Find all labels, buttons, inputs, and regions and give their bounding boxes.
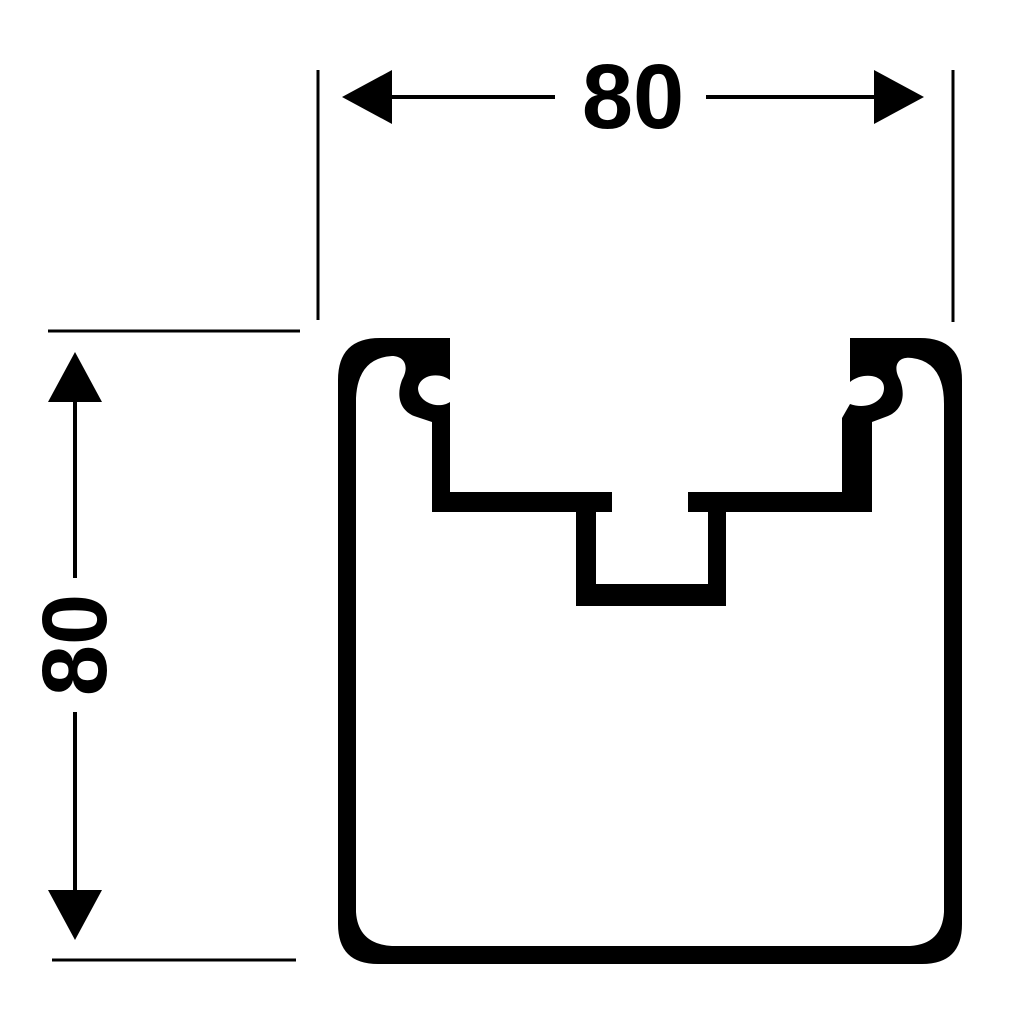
width-arrowhead-right (874, 70, 924, 124)
profile-cross-section (338, 338, 962, 964)
height-arrowhead-top (48, 352, 102, 402)
width-arrowhead-left (342, 70, 392, 124)
height-dimension-label: 80 (24, 594, 126, 696)
height-dimension: 80 (24, 352, 126, 940)
width-dimension-label: 80 (582, 46, 684, 148)
width-dimension: 80 (342, 46, 924, 148)
height-arrowhead-bottom (48, 890, 102, 940)
